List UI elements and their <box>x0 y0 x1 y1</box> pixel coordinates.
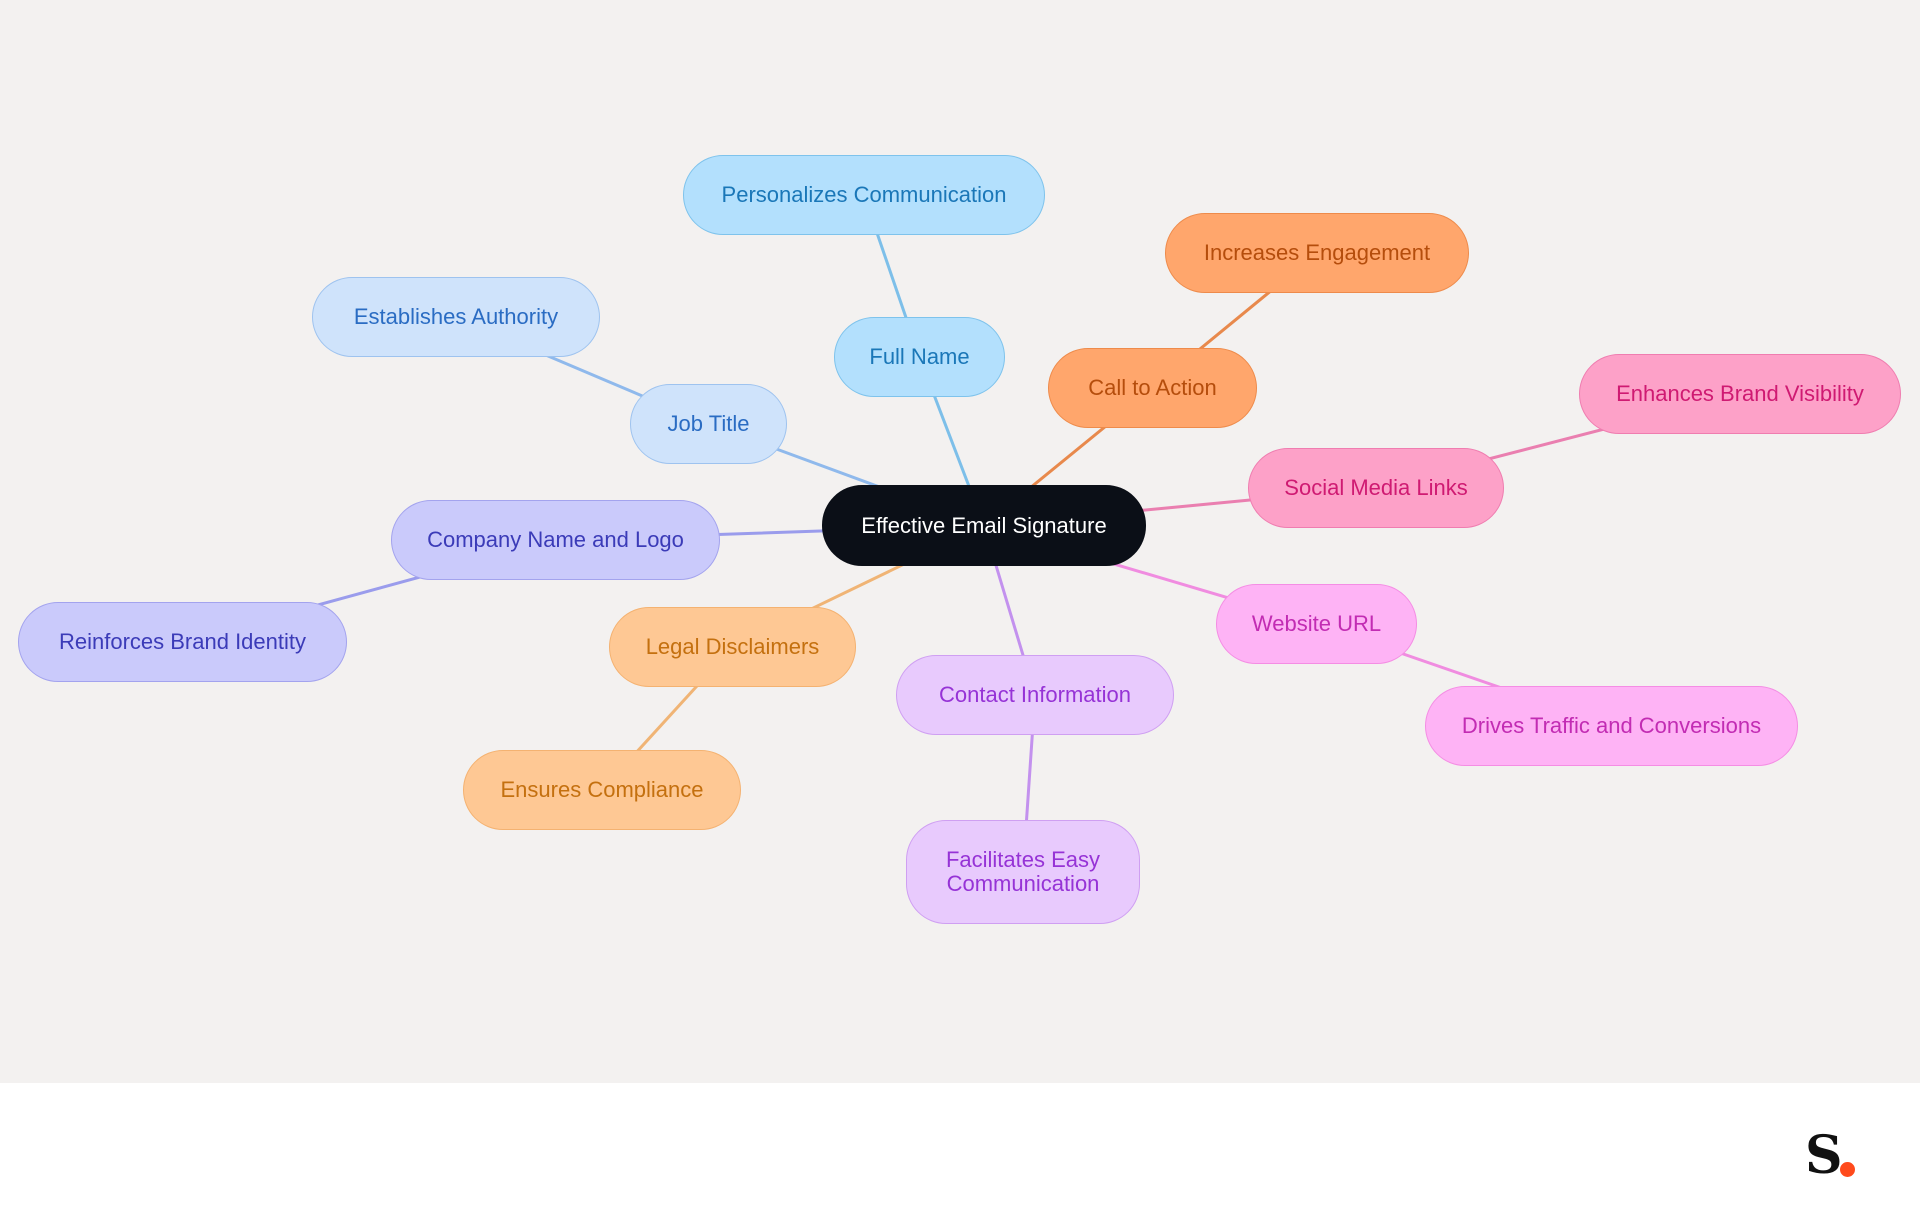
branch-node-full-name[interactable]: Full Name <box>834 317 1005 397</box>
leaf-node-call-to-action[interactable]: Increases Engagement <box>1165 213 1469 293</box>
leaf-node-social-media-links-label: Enhances Brand Visibility <box>1616 381 1864 406</box>
branch-node-company-name-and-logo[interactable]: Company Name and Logo <box>391 500 720 580</box>
branch-node-company-name-and-logo-label: Company Name and Logo <box>427 527 684 552</box>
leaf-node-social-media-links[interactable]: Enhances Brand Visibility <box>1579 354 1901 434</box>
leaf-node-full-name[interactable]: Personalizes Communication <box>683 155 1045 235</box>
branch-node-full-name-label: Full Name <box>869 344 970 369</box>
branch-node-call-to-action-label: Call to Action <box>1088 375 1217 400</box>
leaf-node-call-to-action-label: Increases Engagement <box>1203 240 1431 265</box>
leaf-node-website-url-label: Drives Traffic and Conversions <box>1461 713 1762 738</box>
branch-node-job-title-label: Job Title <box>667 411 750 436</box>
branch-node-contact-information-label: Contact Information <box>939 682 1131 707</box>
brand-logo: S <box>1805 1125 1843 1186</box>
leaf-node-company-name-and-logo-label: Reinforces Brand Identity <box>58 629 307 654</box>
branch-node-social-media-links[interactable]: Social Media Links <box>1248 448 1504 528</box>
branch-node-website-url-label: Website URL <box>1251 611 1382 636</box>
brand-logo-dot <box>1840 1162 1855 1177</box>
leaf-node-contact-information-label: Facilitates Easy Communication <box>945 847 1101 896</box>
branch-node-legal-disclaimers[interactable]: Legal Disclaimers <box>609 607 856 687</box>
root-node-label: Effective Email Signature <box>861 512 1107 538</box>
root-node[interactable]: Effective Email Signature <box>822 485 1146 566</box>
mind-map-canvas: Effective Email Signature Full Name Person… <box>0 0 1920 1083</box>
branch-node-website-url[interactable]: Website URL <box>1216 584 1417 664</box>
branch-node-call-to-action[interactable]: Call to Action <box>1048 348 1257 428</box>
leaf-node-legal-disclaimers-label: Ensures Compliance <box>500 777 704 802</box>
leaf-node-full-name-label: Personalizes Communication <box>721 182 1007 207</box>
branch-node-contact-information[interactable]: Contact Information <box>896 655 1174 735</box>
leaf-node-website-url[interactable]: Drives Traffic and Conversions <box>1425 686 1798 766</box>
leaf-node-job-title-label: Establishes Authority <box>353 304 559 329</box>
branch-node-job-title[interactable]: Job Title <box>630 384 787 464</box>
branch-node-legal-disclaimers-label: Legal Disclaimers <box>645 634 820 659</box>
leaf-node-company-name-and-logo[interactable]: Reinforces Brand Identity <box>18 602 347 682</box>
leaf-node-legal-disclaimers[interactable]: Ensures Compliance <box>463 750 741 830</box>
leaf-node-contact-information[interactable]: Facilitates Easy Communication <box>906 820 1140 924</box>
branch-node-social-media-links-label: Social Media Links <box>1284 475 1468 500</box>
leaf-node-job-title[interactable]: Establishes Authority <box>312 277 600 357</box>
footer <box>0 1083 1920 1215</box>
